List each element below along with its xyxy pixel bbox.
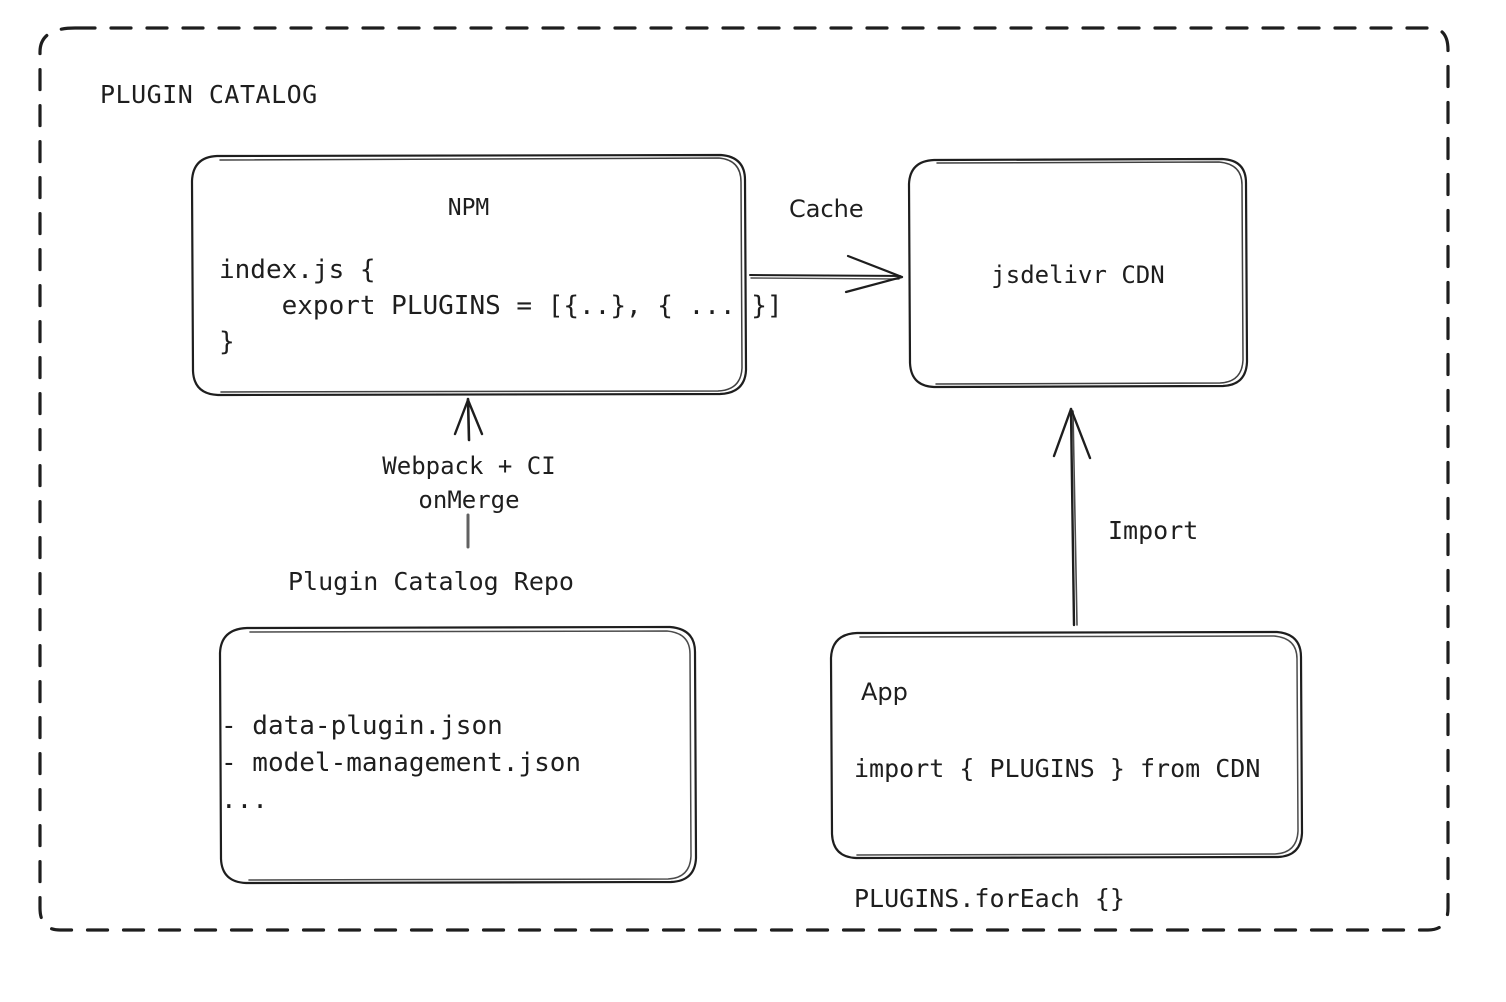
import-arrow [1052,407,1092,627]
cache-edge-label: Cache [789,195,864,223]
npm-box-title: NPM [447,195,490,221]
page-title: PLUGIN CATALOG [100,80,318,109]
plugin-catalog-repo-label: Plugin Catalog Repo [288,567,574,596]
plugin-catalog-repo-files: - data-plugin.json - model-management.js… [221,711,582,815]
build-edge-label: Webpack + CI onMerge [382,452,556,514]
app-box-title: App [861,678,908,706]
jsdelivr-cdn-box-title: jsdelivr CDN [991,261,1165,289]
app-box-code: import { PLUGINS } from CDN PLUGINS.forE… [854,754,1261,913]
import-edge-label: Import [1108,516,1199,545]
npm-box-code: index.js { export PLUGINS = [{..}, { ...… [219,255,783,357]
